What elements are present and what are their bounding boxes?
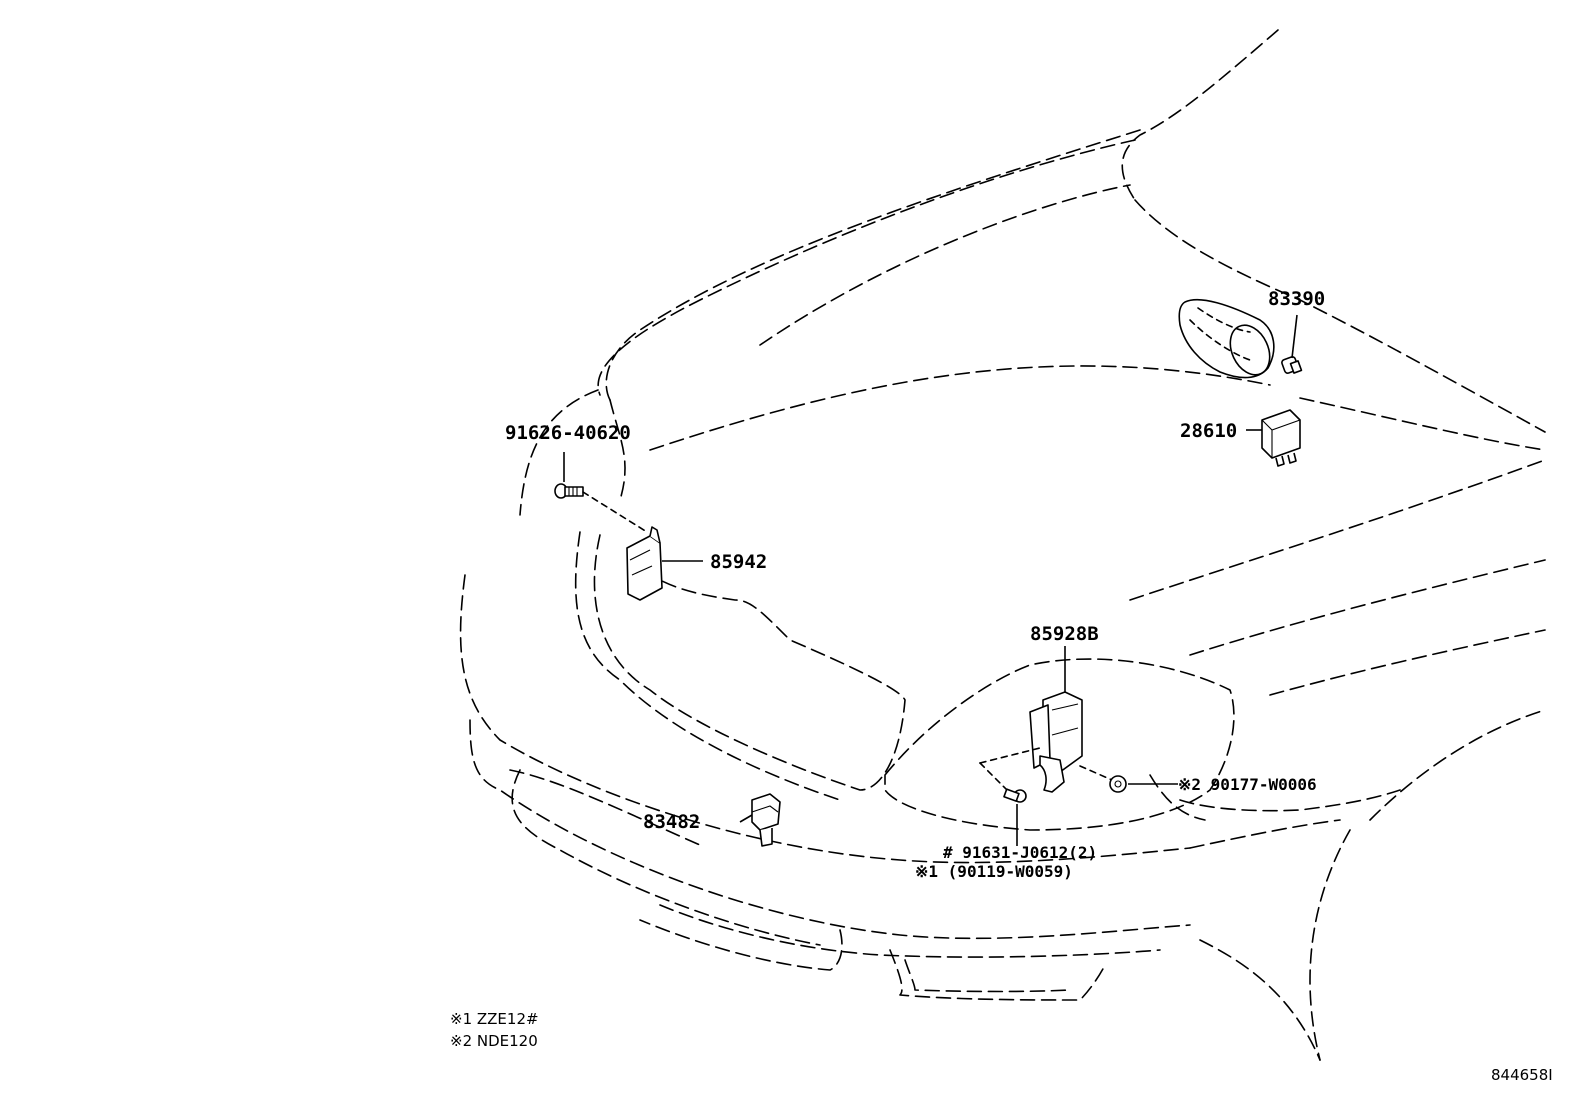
legend-note-1: ※1 ZZE12#	[450, 1010, 539, 1028]
leader-lines	[563, 314, 1298, 846]
diagram-id: 844658I	[1491, 1066, 1553, 1084]
relay-28610-part	[1261, 409, 1301, 467]
bolt-91631-part	[1003, 788, 1027, 803]
callout-83482: 83482	[643, 811, 700, 833]
car-outline	[459, 29, 1546, 1061]
module-85942-part	[626, 526, 663, 601]
callout-83390: 83390	[1268, 288, 1325, 310]
bolt-91626-part	[554, 483, 584, 499]
callout-90119-W0059: ※1 (90119-W0059)	[915, 862, 1073, 881]
callout-85928B: 85928B	[1030, 623, 1099, 645]
callout-90177-W0006: ※2 90177-W0006	[1178, 775, 1317, 794]
pressure-switch-83390-part	[1281, 356, 1303, 374]
bracket-85928B-part	[1029, 691, 1083, 793]
receiver-drier-part	[1178, 298, 1275, 379]
callout-28610: 28610	[1180, 420, 1237, 442]
callout-85942: 85942	[710, 551, 767, 573]
legend-note-2: ※2 NDE120	[450, 1032, 538, 1050]
callout-91626-40620: 91626-40620	[505, 422, 631, 444]
sensor-83482-part	[751, 793, 781, 847]
callout-91631-J0612: # 91631-J0612(2)	[943, 843, 1097, 862]
nut-90177-part	[1109, 775, 1127, 793]
